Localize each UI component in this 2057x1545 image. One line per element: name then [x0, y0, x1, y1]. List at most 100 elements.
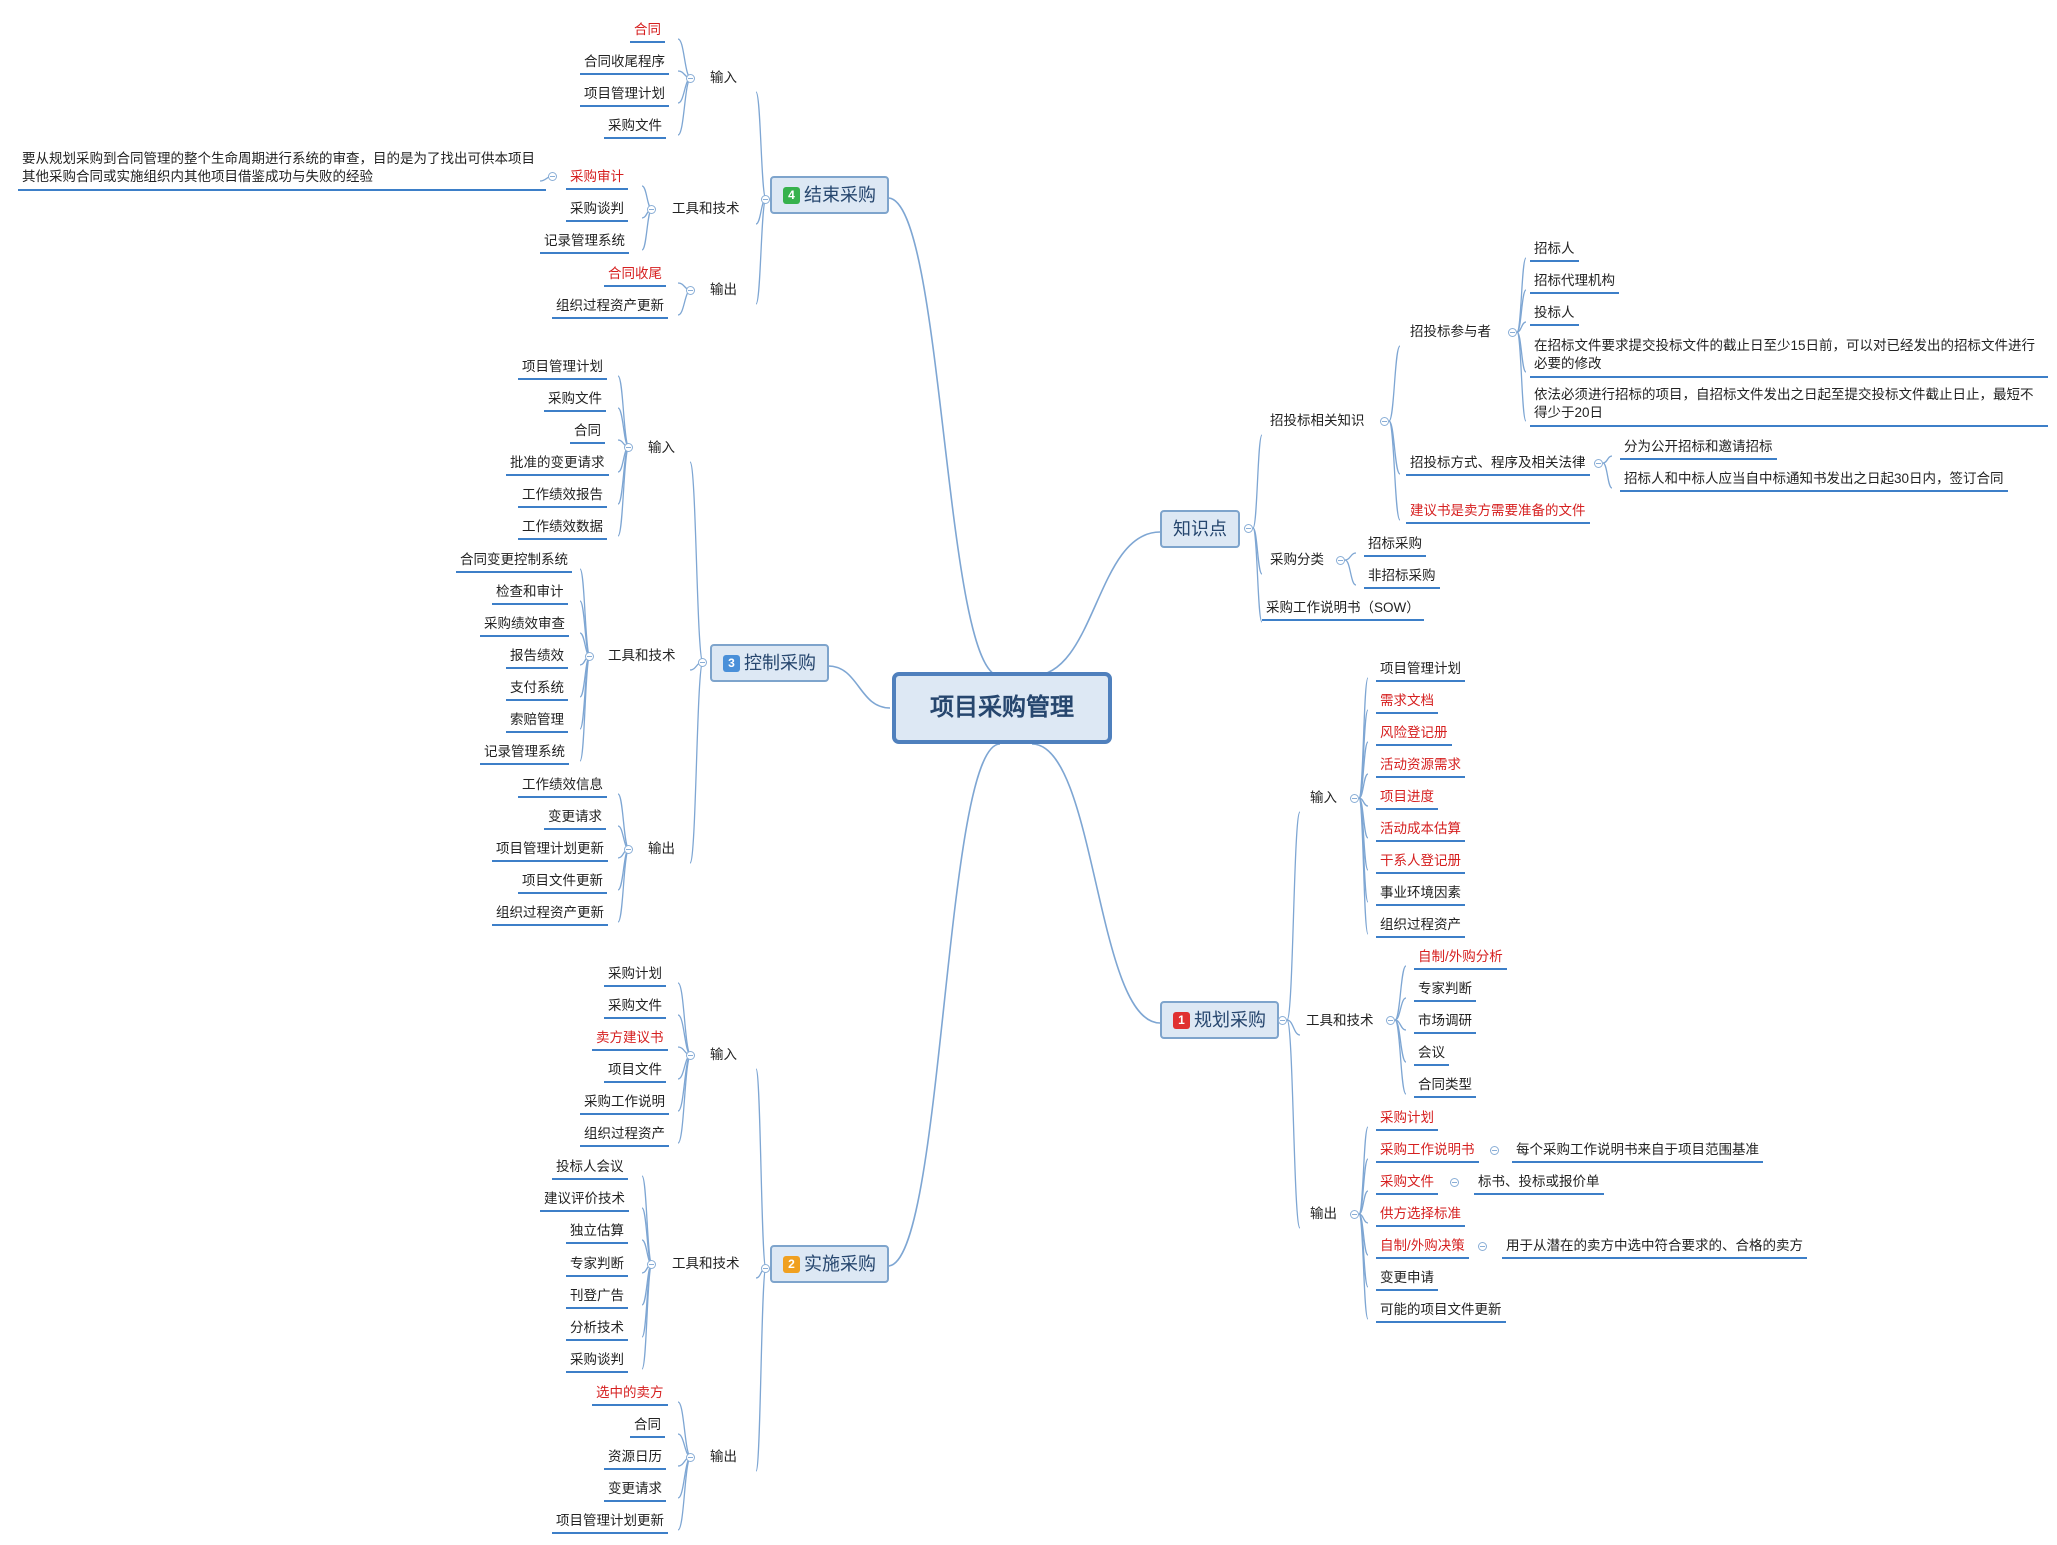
root-topic[interactable]: 项目采购管理 [892, 672, 1112, 744]
list-item[interactable]: 项目文件 [604, 1062, 666, 1083]
list-item[interactable]: 批准的变更请求 [506, 455, 609, 476]
list-item[interactable]: 变更请求 [604, 1481, 666, 1502]
list-item[interactable]: 招标代理机构 [1530, 273, 1619, 294]
group-input[interactable]: 输入 [710, 70, 737, 85]
list-item[interactable]: 投标人 [1530, 305, 1579, 326]
collapse-toggle[interactable] [624, 845, 633, 854]
collapse-toggle[interactable] [686, 286, 695, 295]
collapse-toggle[interactable] [548, 172, 557, 181]
group-tools[interactable]: 工具和技术 [672, 201, 740, 216]
list-item[interactable]: 合同变更控制系统 [456, 552, 572, 573]
list-item[interactable]: 刊登广告 [566, 1288, 628, 1309]
group-input[interactable]: 输入 [648, 440, 675, 455]
list-item[interactable]: 分析技术 [566, 1320, 628, 1341]
list-item[interactable]: 建议书是卖方需要准备的文件 [1406, 503, 1590, 524]
list-item[interactable]: 采购工作说明书 [1376, 1142, 1479, 1163]
list-item[interactable]: 报告绩效 [506, 648, 568, 669]
procurement-classification[interactable]: 采购分类 [1270, 552, 1324, 567]
docs-note[interactable]: 标书、投标或报价单 [1474, 1174, 1604, 1195]
list-item[interactable]: 项目管理计划 [518, 359, 607, 380]
list-item[interactable]: 检查和审计 [492, 584, 568, 605]
list-item[interactable]: 组织过程资产 [1376, 917, 1465, 938]
list-item[interactable]: 招标采购 [1364, 536, 1426, 557]
list-item[interactable]: 建议评价技术 [540, 1191, 629, 1212]
collapse-toggle[interactable] [647, 205, 656, 214]
list-item[interactable]: 招标人和中标人应当自中标通知书发出之日起30日内，签订合同 [1620, 471, 2008, 492]
list-item[interactable]: 合同收尾 [604, 266, 666, 287]
list-item[interactable]: 项目管理计划 [580, 86, 669, 107]
collapse-toggle[interactable] [1508, 328, 1517, 337]
list-item[interactable]: 工作绩效信息 [518, 777, 607, 798]
list-item[interactable]: 采购绩效审查 [480, 616, 569, 637]
list-item[interactable]: 项目管理计划 [1376, 661, 1465, 682]
list-item[interactable]: 采购计划 [604, 966, 666, 987]
group-output[interactable]: 输出 [1310, 1206, 1337, 1221]
collapse-toggle[interactable] [1350, 1210, 1359, 1219]
list-item[interactable]: 项目管理计划更新 [492, 841, 608, 862]
list-item[interactable]: 变更请求 [544, 809, 606, 830]
bidding-participants[interactable]: 招投标参与者 [1410, 324, 1491, 339]
list-item[interactable]: 工作绩效数据 [518, 519, 607, 540]
group-output[interactable]: 输出 [710, 1449, 737, 1464]
list-item[interactable]: 采购谈判 [566, 1352, 628, 1373]
group-input[interactable]: 输入 [1310, 790, 1337, 805]
collapse-toggle[interactable] [1386, 1016, 1395, 1025]
list-item[interactable]: 非招标采购 [1364, 568, 1440, 589]
branch-knowledge-points[interactable]: 知识点 [1160, 510, 1240, 548]
collapse-toggle[interactable] [686, 74, 695, 83]
list-item[interactable]: 活动资源需求 [1376, 757, 1465, 778]
list-item[interactable]: 采购工作说明 [580, 1094, 669, 1115]
collapse-toggle[interactable] [1594, 459, 1603, 468]
list-item[interactable]: 合同 [570, 423, 605, 444]
list-item[interactable]: 采购文件 [1376, 1174, 1438, 1195]
collapse-toggle[interactable] [1336, 556, 1345, 565]
list-item[interactable]: 合同类型 [1414, 1077, 1476, 1098]
list-item[interactable]: 自制/外购决策 [1376, 1238, 1469, 1259]
collapse-toggle[interactable] [624, 443, 633, 452]
audit-note[interactable]: 要从规划采购到合同管理的整个生命周期进行系统的审查，目的是为了找出可供本项目其他… [18, 150, 546, 191]
group-output[interactable]: 输出 [710, 282, 737, 297]
collapse-toggle[interactable] [1450, 1178, 1459, 1187]
collapse-toggle[interactable] [698, 658, 707, 667]
list-item[interactable]: 事业环境因素 [1376, 885, 1465, 906]
list-item[interactable]: 项目进度 [1376, 789, 1438, 810]
list-item[interactable]: 合同收尾程序 [580, 54, 669, 75]
list-item[interactable]: 资源日历 [604, 1449, 666, 1470]
list-item[interactable]: 专家判断 [566, 1256, 628, 1277]
collapse-toggle[interactable] [647, 1260, 656, 1269]
list-item[interactable]: 可能的项目文件更新 [1376, 1302, 1506, 1323]
decision-note[interactable]: 用于从潜在的卖方中选中符合要求的、合格的卖方 [1502, 1238, 1807, 1259]
list-item[interactable]: 项目文件更新 [518, 873, 607, 894]
sow-note[interactable]: 每个采购工作说明书来自于项目范围基准 [1512, 1142, 1763, 1163]
collapse-toggle[interactable] [1478, 1242, 1487, 1251]
list-item[interactable]: 采购文件 [544, 391, 606, 412]
collapse-toggle[interactable] [1350, 794, 1359, 803]
list-item[interactable]: 合同 [630, 22, 665, 43]
collapse-toggle[interactable] [1244, 524, 1253, 533]
group-tools[interactable]: 工具和技术 [1306, 1013, 1374, 1028]
list-item[interactable]: 组织过程资产 [580, 1126, 669, 1147]
collapse-toggle[interactable] [1380, 417, 1389, 426]
list-item[interactable]: 索赔管理 [506, 712, 568, 733]
list-item[interactable]: 卖方建议书 [592, 1030, 668, 1051]
list-item[interactable]: 采购文件 [604, 998, 666, 1019]
collapse-toggle[interactable] [1490, 1146, 1499, 1155]
list-item[interactable]: 变更申请 [1376, 1270, 1438, 1291]
list-item[interactable]: 自制/外购分析 [1414, 949, 1507, 970]
list-item[interactable]: 专家判断 [1414, 981, 1476, 1002]
list-item[interactable]: 会议 [1414, 1045, 1449, 1066]
group-input[interactable]: 输入 [710, 1047, 737, 1062]
list-item[interactable]: 风险登记册 [1376, 725, 1452, 746]
list-item[interactable]: 分为公开招标和邀请招标 [1620, 439, 1777, 460]
list-item[interactable]: 采购工作说明书（SOW） [1262, 600, 1424, 621]
list-item[interactable]: 活动成本估算 [1376, 821, 1465, 842]
list-item[interactable]: 工作绩效报告 [518, 487, 607, 508]
list-item[interactable]: 记录管理系统 [540, 233, 629, 254]
list-item[interactable]: 市场调研 [1414, 1013, 1476, 1034]
collapse-toggle[interactable] [1278, 1016, 1287, 1025]
group-tools[interactable]: 工具和技术 [672, 1256, 740, 1271]
